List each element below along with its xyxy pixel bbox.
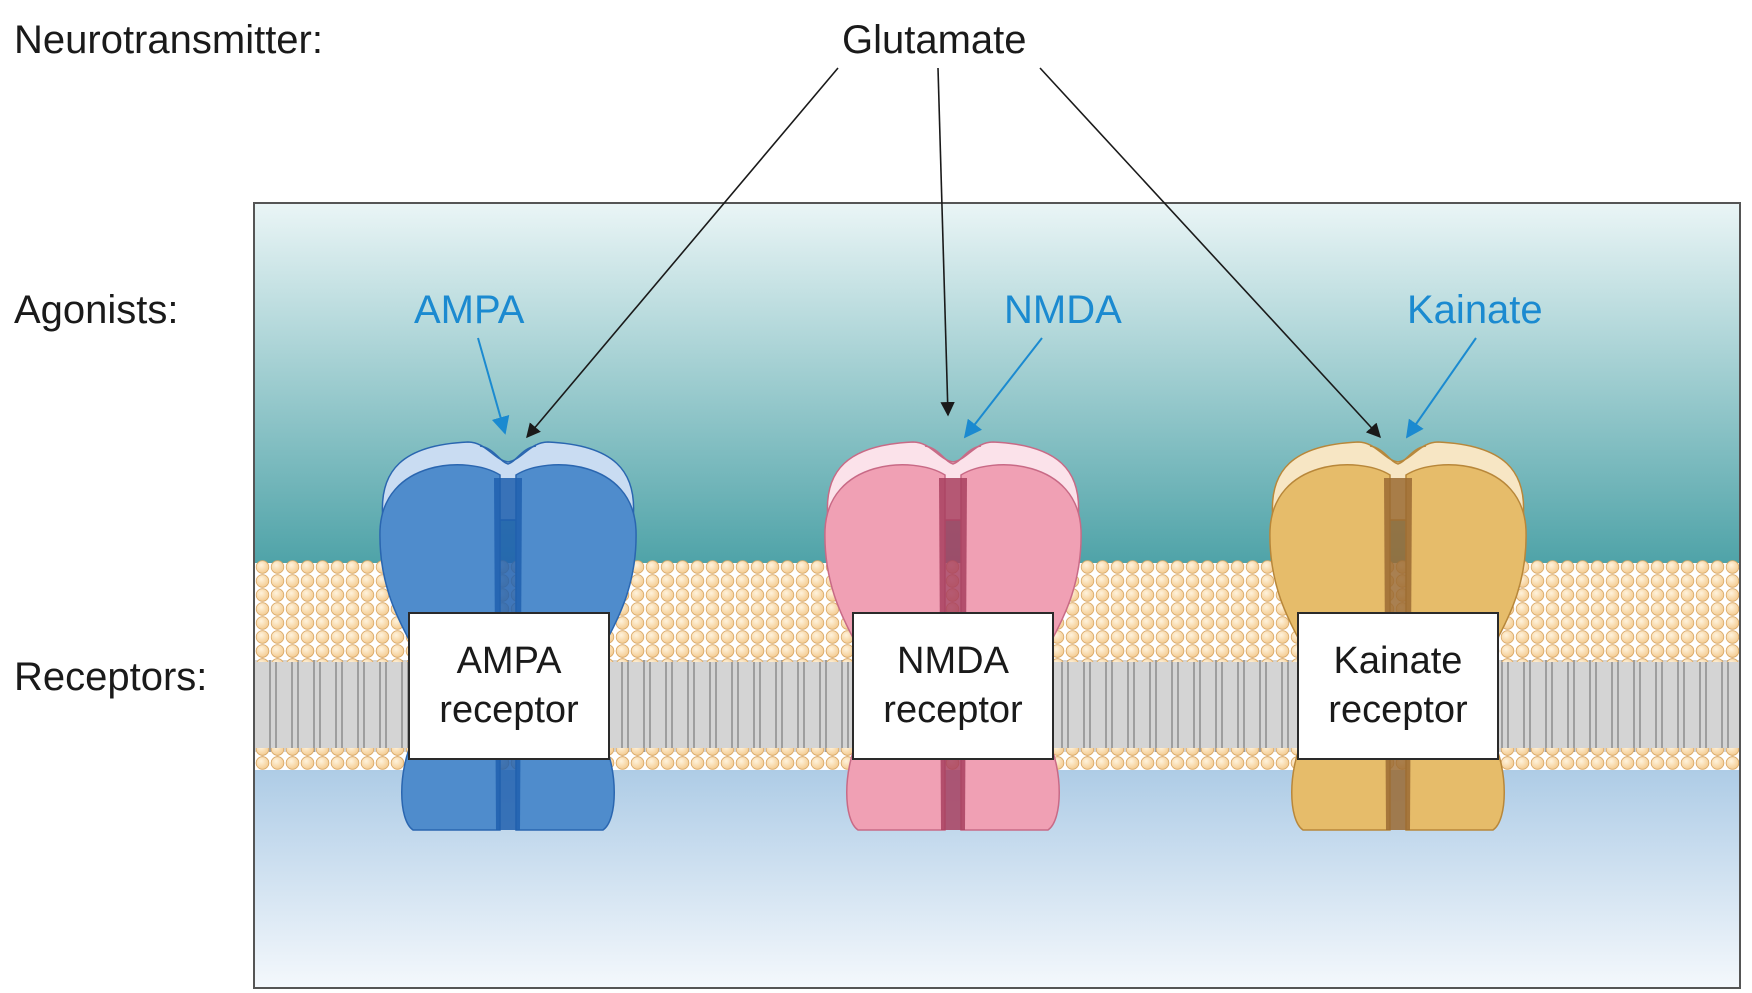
agonist-label-ampa: AMPA bbox=[414, 288, 525, 332]
receptors-row-label: Receptors: bbox=[14, 655, 208, 699]
binding-site bbox=[924, 445, 982, 465]
glutamate-arrow-ampa bbox=[526, 67, 839, 439]
receptor-suffix: receptor bbox=[1328, 689, 1468, 731]
agonist-arrow-ampa bbox=[477, 337, 510, 435]
agonist-label-kainate: Kainate bbox=[1407, 288, 1543, 332]
agonist-arrow-nmda bbox=[963, 337, 1043, 439]
receptor-name: NMDA bbox=[897, 639, 1009, 682]
receptor-label-ampa: AMPA receptor bbox=[408, 612, 610, 760]
agonist-label-nmda: NMDA bbox=[1004, 288, 1122, 332]
neurotransmitter-row-label: Neurotransmitter: bbox=[14, 18, 323, 62]
glutamate-arrow-nmda bbox=[937, 67, 955, 417]
receptor-suffix: receptor bbox=[883, 689, 1023, 731]
binding-site bbox=[1369, 445, 1427, 465]
binding-site bbox=[479, 445, 537, 465]
receptor-name: AMPA bbox=[456, 639, 562, 682]
receptor-name: Kainate bbox=[1333, 639, 1463, 682]
cell-panel-border bbox=[253, 202, 1741, 989]
glutamate-label: Glutamate bbox=[842, 18, 1027, 62]
glutamate-arrow-kainate bbox=[1039, 67, 1381, 439]
receptor-label-nmda: NMDA receptor bbox=[852, 612, 1054, 760]
agonists-row-label: Agonists: bbox=[14, 288, 179, 332]
receptor-label-kainate: Kainate receptor bbox=[1297, 612, 1499, 760]
agonist-arrow-kainate bbox=[1405, 337, 1477, 439]
receptor-suffix: receptor bbox=[439, 689, 579, 731]
